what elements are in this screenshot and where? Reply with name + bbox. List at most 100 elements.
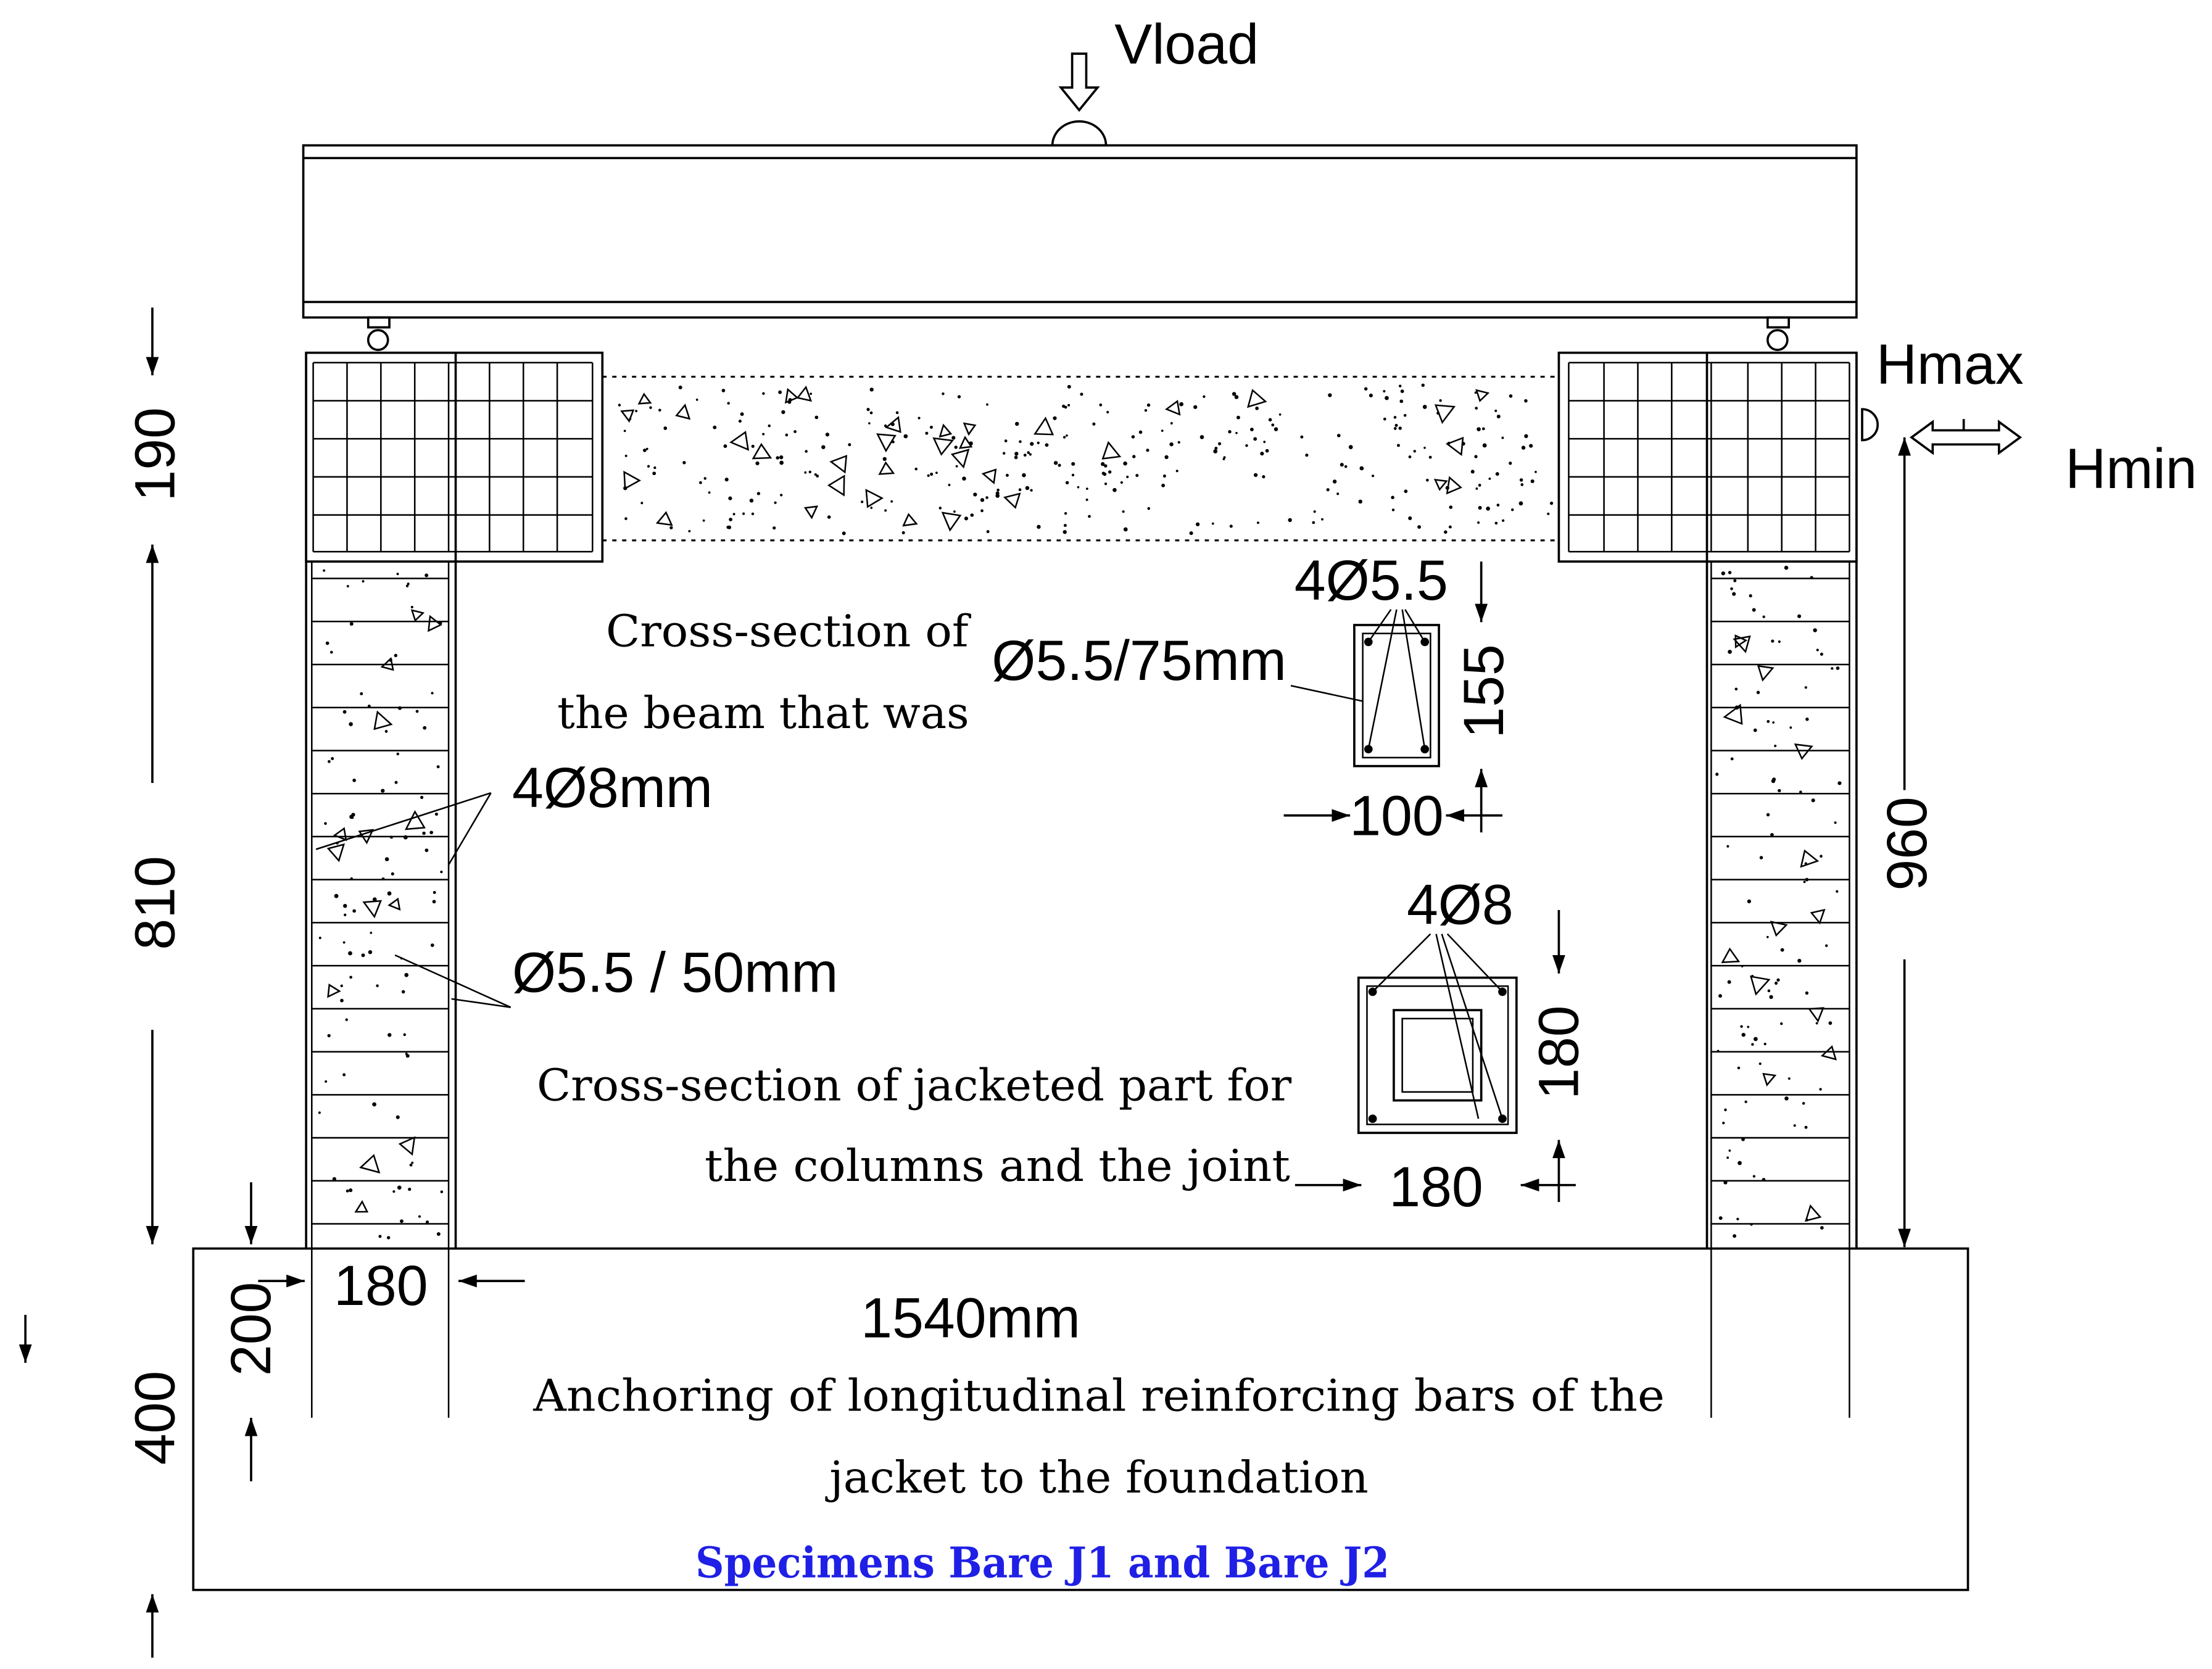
rebar-dot — [1368, 1114, 1377, 1124]
aggregate-dot — [1417, 525, 1421, 529]
aggregate-dot — [403, 835, 408, 840]
aggregate-dot — [1717, 1050, 1720, 1053]
beam-section-caption-line2: the beam that was — [557, 687, 969, 739]
aggregate-dot — [1029, 453, 1032, 456]
aggregate-dot — [1018, 488, 1022, 492]
aggregate-dot — [751, 444, 755, 448]
aggregate-dot — [1810, 576, 1813, 579]
aggregate-dot — [652, 471, 657, 476]
loading-beam-outline — [302, 144, 1858, 319]
aggregate-dot — [1138, 430, 1143, 434]
aggregate-dot — [930, 473, 934, 476]
aggregate-dot — [1752, 1175, 1755, 1178]
aggregate-dot — [391, 872, 394, 876]
original-column-stirrup — [1401, 1017, 1474, 1093]
aggregate-dot — [1170, 422, 1173, 425]
jacket-section-outline — [1357, 976, 1518, 1134]
aggregate-dot — [1063, 530, 1067, 534]
aggregate-dot — [927, 474, 930, 477]
aggregate-dot — [1482, 443, 1487, 448]
aggregate-dot — [778, 390, 782, 394]
aggregate-dot — [1199, 435, 1204, 439]
right-roller-wheel — [1766, 329, 1789, 351]
aggregate-dot — [804, 471, 807, 474]
aggregate-triangle — [410, 609, 425, 622]
aggregate-dot — [1816, 648, 1819, 652]
beam-cross-section: Cross-section of the beam that was 4Ø5.5… — [557, 549, 1515, 848]
column-width-label: 180 — [334, 1254, 428, 1317]
aggregate-triangle — [1762, 1072, 1777, 1087]
aggregate-dot — [861, 500, 864, 503]
aggregate-dot — [1774, 981, 1778, 985]
aggregate-dot — [996, 488, 1000, 492]
aggregate-dot — [1439, 399, 1442, 402]
left-joint — [305, 351, 604, 563]
aggregate-dot — [1715, 772, 1719, 776]
aggregate-dot — [986, 530, 990, 534]
aggregate-dot — [1122, 510, 1125, 513]
aggregate-dot — [1766, 935, 1769, 938]
aggregate-dot — [1288, 518, 1292, 523]
aggregate-dot — [649, 406, 652, 409]
aggregate-triangle — [1165, 400, 1181, 416]
beam-section-stirrup — [1362, 632, 1431, 759]
aggregate-triangle — [1445, 436, 1464, 457]
aggregate-triangle — [428, 615, 442, 632]
aggregate-dot — [1753, 728, 1757, 732]
aggregate-triangle — [958, 436, 973, 449]
vload-arrow-icon — [1058, 52, 1100, 112]
vload-label: Vload — [1114, 13, 1259, 76]
aggregate-dot — [1019, 440, 1022, 444]
aggregate-dot — [1444, 530, 1448, 534]
aggregate-triangle — [752, 442, 773, 460]
aggregate-triangle — [333, 827, 347, 842]
aggregate-dot — [1758, 1062, 1762, 1066]
aggregate-dot — [1766, 813, 1770, 817]
aggregate-dot — [1776, 978, 1780, 982]
aggregate-dot — [682, 461, 686, 465]
aggregate-dot — [325, 1080, 328, 1083]
aggregate-dot — [1037, 524, 1041, 529]
aggregate-dot — [1236, 415, 1240, 420]
aggregate-dot — [1106, 410, 1109, 414]
aggregate-dot — [1811, 798, 1815, 803]
aggregate-dot — [1778, 640, 1781, 644]
aggregate-dot — [332, 1177, 336, 1181]
aggregate-dot — [387, 1033, 392, 1037]
aggregate-triangle — [1101, 441, 1122, 460]
aggregate-dot — [640, 502, 644, 505]
aggregate-dot — [1092, 422, 1096, 426]
aggregate-dot — [1789, 726, 1792, 729]
aggregate-dot — [1428, 455, 1432, 459]
aggregate-dot — [433, 891, 436, 894]
aggregate-dot — [1477, 521, 1480, 524]
aggregate-dot — [751, 512, 755, 516]
aggregate-dot — [409, 1163, 413, 1167]
aggregate-dot — [1108, 470, 1112, 474]
aggregate-dot — [1213, 449, 1218, 453]
aggregate-triangle — [623, 470, 642, 490]
aggregate-dot — [1394, 423, 1398, 427]
aggregate-dot — [962, 476, 966, 481]
aggregate-dot — [1772, 777, 1776, 782]
aggregate-dot — [1423, 446, 1426, 449]
aggregate-dot — [1477, 427, 1481, 431]
aggregate-dot — [1147, 507, 1151, 510]
aggregate-dot — [1383, 417, 1386, 421]
aggregate-dot — [695, 398, 698, 401]
aggregate-dot — [1494, 409, 1497, 412]
aggregate-dot — [440, 1190, 444, 1193]
aggregate-dot — [901, 531, 905, 534]
right-roller-cap — [1766, 316, 1790, 329]
aggregate-dot — [1077, 486, 1080, 489]
aggregate-dot — [768, 424, 771, 428]
aggregate-dot — [882, 457, 887, 462]
aggregate-triangle — [1810, 908, 1826, 925]
aggregate-dot — [1344, 465, 1348, 468]
aggregate-dot — [1023, 453, 1027, 457]
horizontal-load: Hmax Hmin — [1861, 333, 2197, 500]
aggregate-dot — [793, 430, 797, 433]
aggregate-dot — [430, 943, 434, 947]
aggregate-dot — [327, 1033, 331, 1038]
aggregate-dot — [895, 411, 899, 415]
